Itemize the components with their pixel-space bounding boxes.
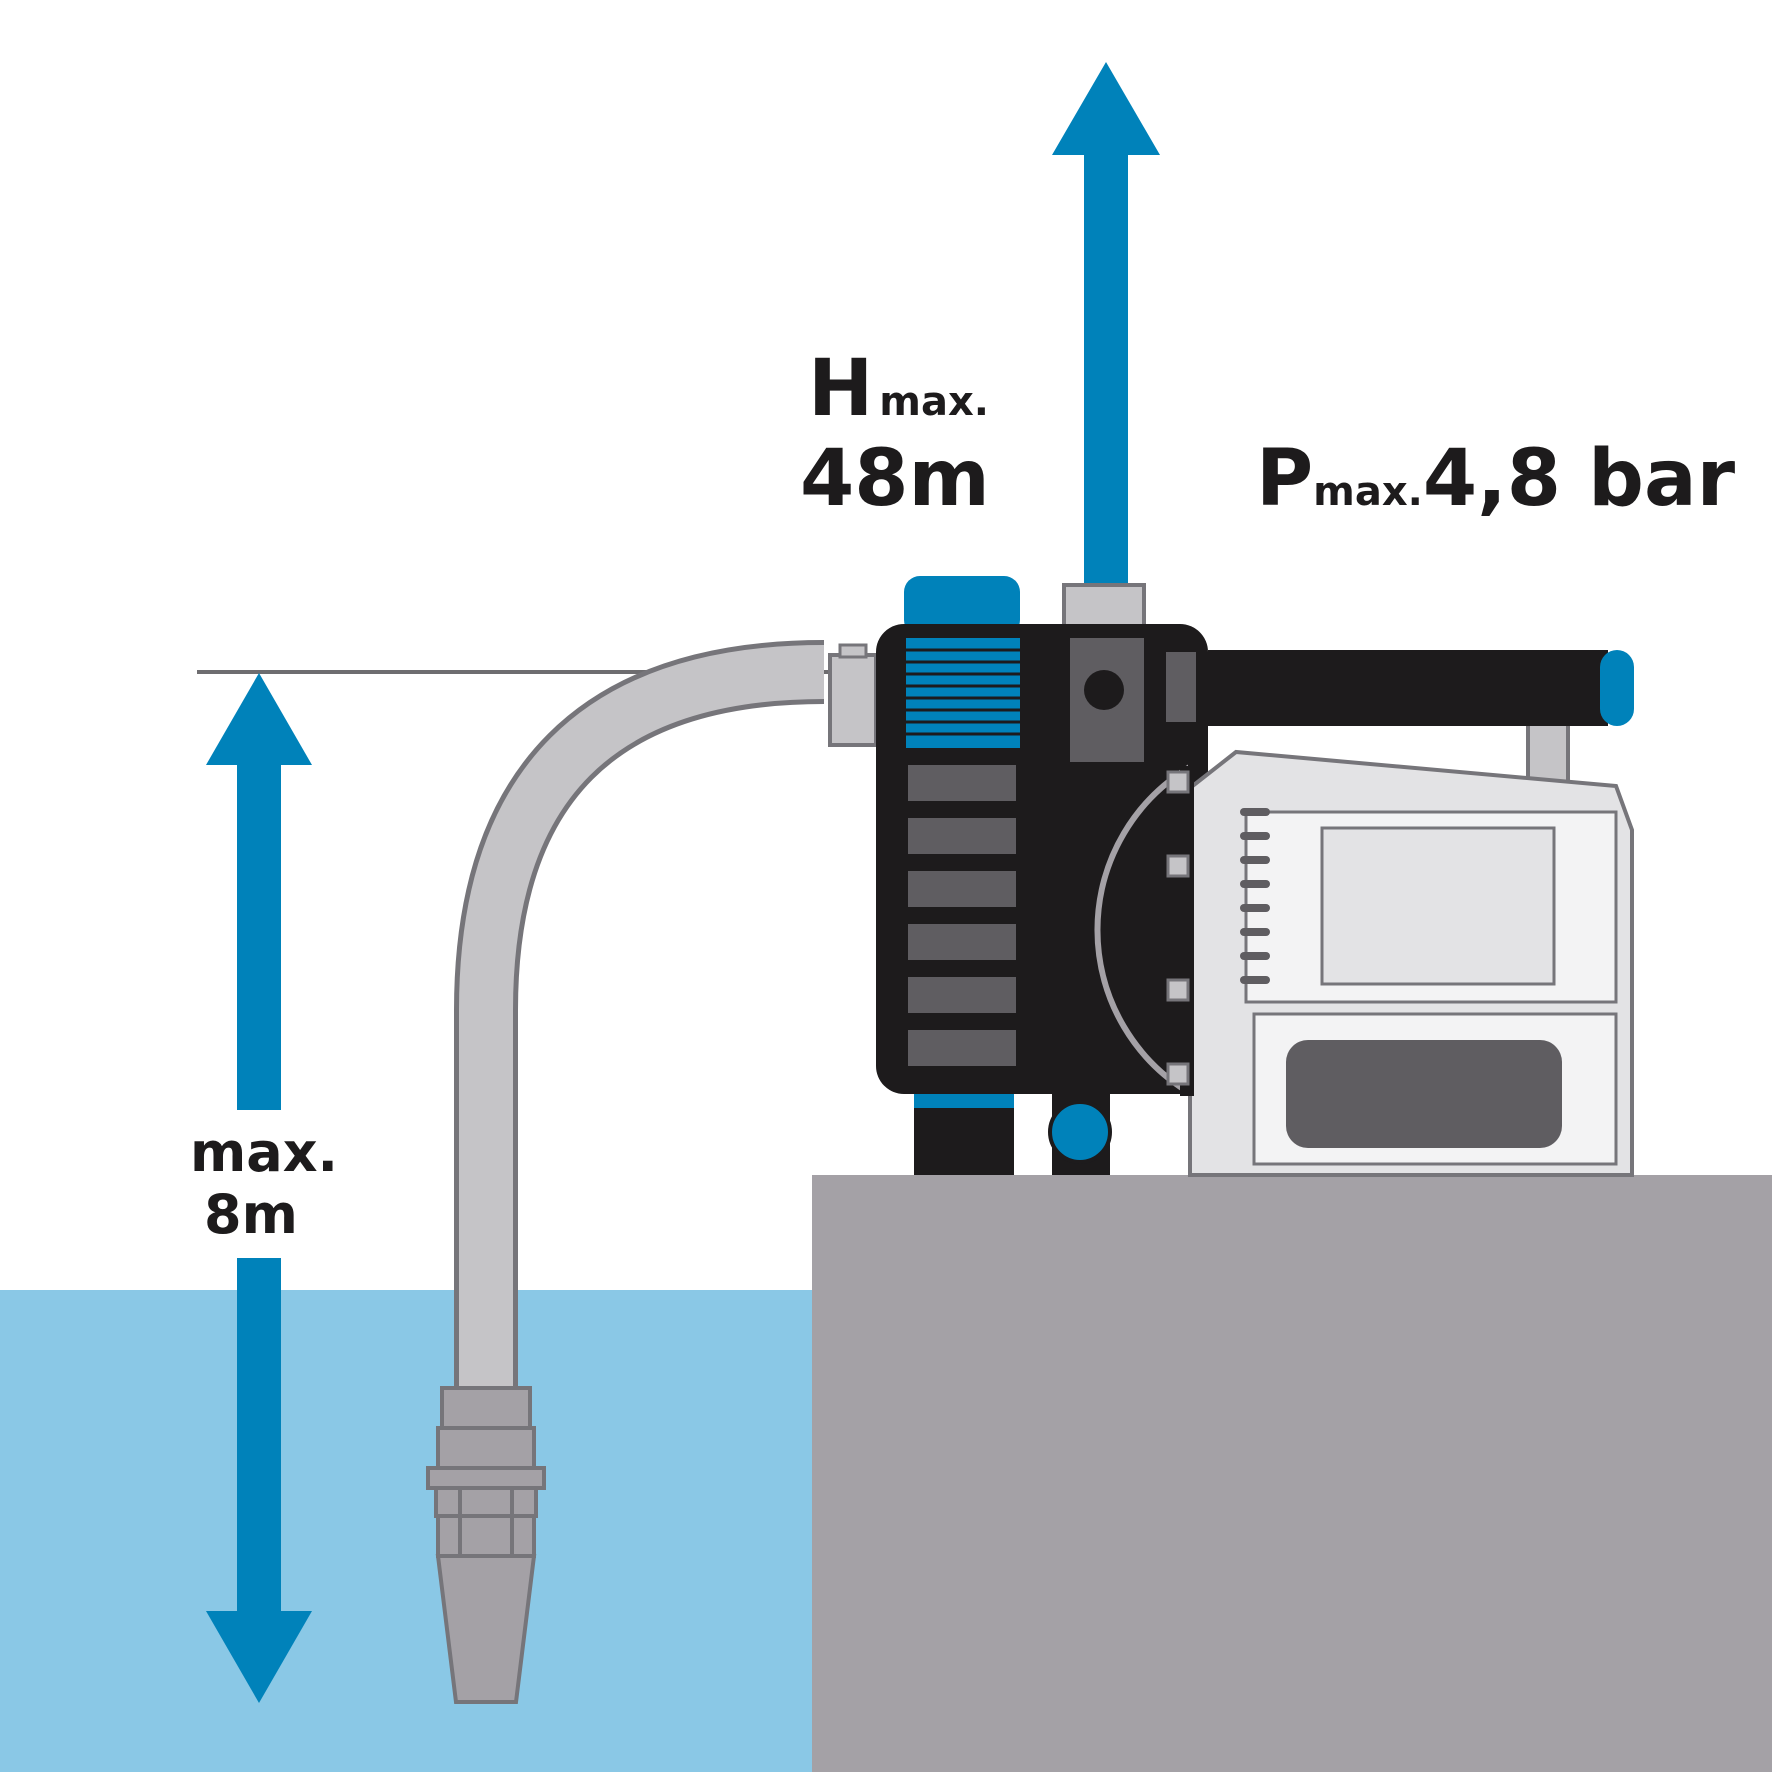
water-area (0, 1290, 812, 1772)
delivery-head-arrow (1052, 62, 1160, 592)
suction-hose (454, 640, 878, 1420)
head-symbol: H (808, 344, 874, 434)
head-subscript: max. (879, 379, 989, 425)
suction-label-line2: 8m (204, 1183, 298, 1246)
pump (876, 576, 1634, 1177)
foot-valve (426, 1386, 546, 1704)
suction-label-line1: max. (190, 1121, 339, 1184)
pressure-symbol: P (1256, 434, 1314, 524)
head-value: 48m (800, 434, 990, 524)
pressure-subscript: max. (1313, 469, 1423, 515)
pressure-label: Pmax.4,8 bar (1256, 440, 1735, 518)
pressure-value: 4,8 bar (1422, 434, 1736, 524)
ground-platform (812, 1175, 1772, 1772)
suction-height-arrow (206, 673, 312, 1703)
